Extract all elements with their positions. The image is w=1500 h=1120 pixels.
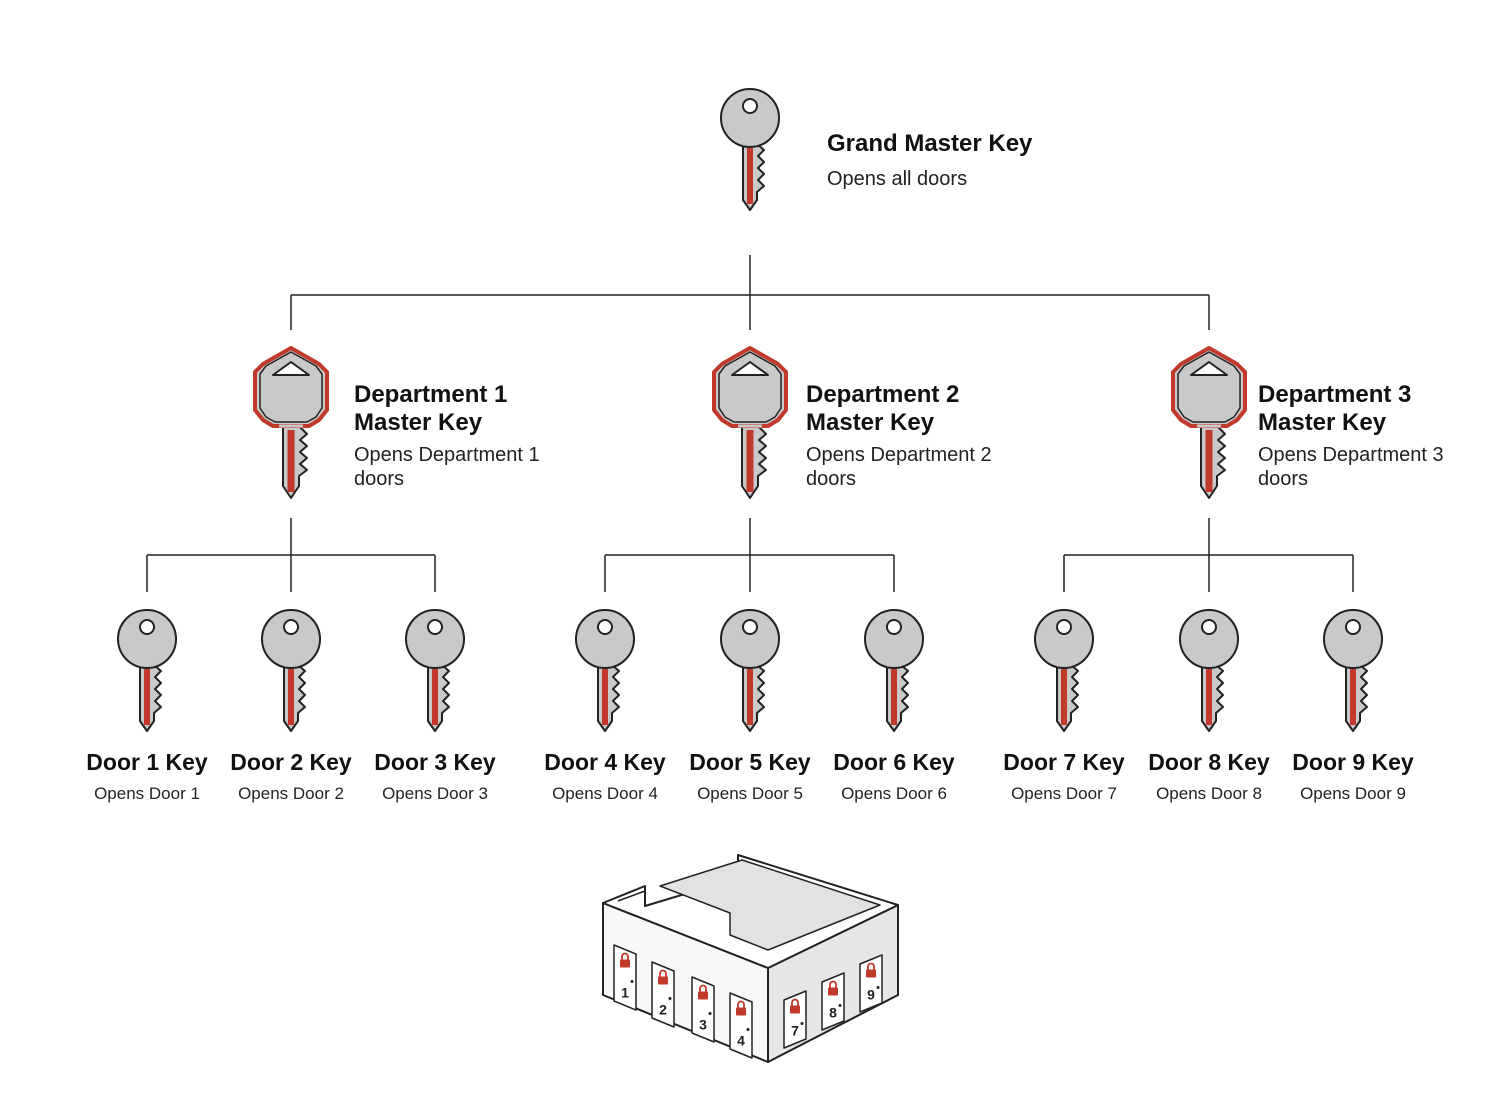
side-door-number: 7 (791, 1023, 799, 1039)
connector-lines (146, 255, 1354, 592)
padlock-icon (620, 959, 630, 968)
grand-master-key-icon (719, 87, 781, 212)
front-door-number: 3 (699, 1017, 707, 1033)
grand-master-key-title: Grand Master Key (827, 130, 1033, 157)
door-9-key-icon (1322, 608, 1384, 733)
door-4-key-subtitle: Opens Door 4 (552, 784, 658, 803)
department-2-title: Department 2 Master Key (806, 381, 960, 436)
front-door-number: 4 (737, 1033, 745, 1049)
padlock-icon (736, 1007, 746, 1016)
padlock-icon (866, 969, 876, 978)
door-1-key-title: Door 1 Key (86, 749, 208, 775)
door-3-key-icon (404, 608, 466, 733)
door-9-key-title: Door 9 Key (1292, 749, 1414, 775)
door-5-key-subtitle: Opens Door 5 (697, 784, 803, 803)
front-door-number: 2 (659, 1002, 667, 1018)
door-7-key-icon (1033, 608, 1095, 733)
grand-master-key-subtitle: Opens all doors (827, 168, 968, 190)
front-door-4: 4 (729, 992, 753, 1059)
door-2-key-subtitle: Opens Door 2 (238, 784, 344, 803)
door-8-key-subtitle: Opens Door 8 (1156, 784, 1262, 803)
door-3-key-title: Door 3 Key (374, 749, 496, 775)
door-8-key-title: Door 8 Key (1148, 749, 1270, 775)
department-2-subtitle: Opens Department 2 doors (806, 444, 992, 490)
padlock-icon (828, 987, 838, 996)
side-door-number: 9 (867, 987, 875, 1003)
door-6-key-icon (863, 608, 925, 733)
side-door-number: 8 (829, 1005, 837, 1021)
door-9-key-subtitle: Opens Door 9 (1300, 784, 1406, 803)
front-door-2: 2 (651, 961, 675, 1028)
door-7-key-subtitle: Opens Door 7 (1011, 784, 1117, 803)
door-6-key-title: Door 6 Key (833, 749, 955, 775)
department-3-master-key-icon (1171, 346, 1247, 500)
department-2-label: Department 2 Master Key Opens Department… (806, 381, 996, 491)
padlock-icon (658, 976, 668, 985)
building-icon: 1 2 3 4 7 8 9 (602, 854, 899, 1063)
door-5-key-icon (719, 608, 781, 733)
side-door-7: 7 (783, 990, 807, 1049)
door-1-key-subtitle: Opens Door 1 (94, 784, 200, 803)
front-door-3: 3 (691, 976, 715, 1043)
door-1-key-icon (116, 608, 178, 733)
department-2-master-key-icon (712, 346, 788, 500)
side-door-9: 9 (859, 954, 883, 1013)
front-door-number: 1 (621, 985, 629, 1001)
door-6-key-subtitle: Opens Door 6 (841, 784, 947, 803)
side-door-8: 8 (821, 972, 845, 1031)
department-1-subtitle: Opens Department 1 doors (354, 444, 540, 490)
department-1-title: Department 1 Master Key (354, 381, 508, 436)
front-door-1: 1 (613, 944, 637, 1011)
department-3-subtitle: Opens Department 3 doors (1258, 444, 1444, 490)
department-1-label: Department 1 Master Key Opens Department… (354, 381, 544, 491)
door-3-key-subtitle: Opens Door 3 (382, 784, 488, 803)
department-1-master-key-icon (253, 346, 329, 500)
door-key-icons (116, 608, 1384, 733)
door-2-key-title: Door 2 Key (230, 749, 352, 775)
door-4-key-icon (574, 608, 636, 733)
padlock-icon (698, 991, 708, 1000)
padlock-icon (790, 1005, 800, 1014)
department-3-label: Department 3 Master Key Opens Department… (1258, 381, 1448, 491)
grand-master-key-label: Grand Master Key Opens all doors (827, 130, 1032, 191)
door-7-key-title: Door 7 Key (1003, 749, 1125, 775)
door-2-key-icon (260, 608, 322, 733)
department-3-title: Department 3 Master Key (1258, 381, 1412, 436)
door-8-key-icon (1178, 608, 1240, 733)
door-4-key-title: Door 4 Key (544, 749, 666, 775)
door-5-key-title: Door 5 Key (689, 749, 811, 775)
